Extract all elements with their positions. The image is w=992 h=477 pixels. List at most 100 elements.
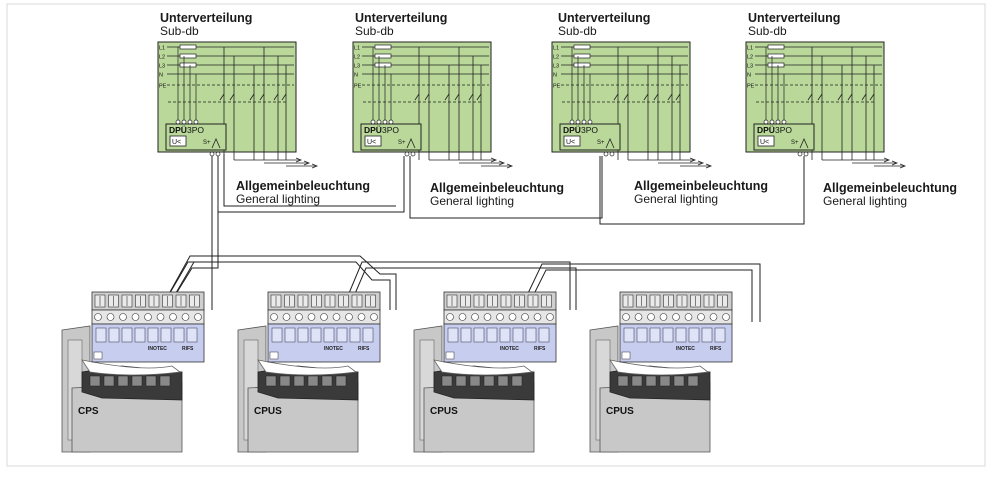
module-channel [349, 327, 361, 343]
terminal-point [684, 313, 693, 321]
module-channel [473, 327, 485, 343]
rack-slot [617, 375, 629, 387]
fuse-symbol [374, 44, 392, 50]
terminal-point [446, 313, 454, 321]
dpu-label: DPÜ [563, 125, 581, 135]
terminal-point [647, 313, 655, 321]
terminal-point [332, 313, 341, 321]
sense-terminal [181, 119, 187, 125]
module-name: RIFS [710, 346, 722, 352]
bus-label: N [354, 73, 358, 79]
relay-box [364, 135, 382, 147]
module-channel [649, 327, 661, 343]
fuse-symbol [767, 62, 785, 68]
arrow-head [705, 163, 713, 169]
sense-terminal [575, 119, 581, 125]
terminal-point [156, 313, 165, 321]
arrow-head [498, 160, 506, 166]
arrow-head [506, 163, 514, 169]
sense-terminal [775, 119, 781, 125]
loop-wire [165, 261, 391, 311]
terminal-point [307, 313, 316, 321]
arrow-head [883, 157, 891, 163]
terminal-point [370, 313, 378, 321]
page-curl [609, 359, 710, 376]
switch-contact [653, 93, 659, 101]
loop-wire [519, 263, 761, 322]
terminal-point [345, 313, 353, 321]
terminal-point [722, 313, 730, 321]
terminal-point [194, 313, 202, 321]
rack-slot [631, 375, 643, 387]
fuse-symbol [374, 53, 392, 59]
lighting-4-subtitle: General lighting [823, 194, 908, 208]
terminal-point [270, 313, 278, 321]
rack-slot [441, 375, 453, 387]
module-led [621, 351, 631, 360]
relay-box [169, 135, 187, 147]
lighting-2-title: Allgemeinbeleuchtung [430, 181, 565, 195]
bus-label: N [159, 73, 163, 79]
lighting-1-title: Allgemeinbeleuchtung [236, 179, 371, 193]
sense-terminal [187, 119, 193, 125]
module-name: RIFS [534, 346, 546, 352]
terminal-point [131, 313, 140, 321]
panel-2-title: Unterverteilung [355, 11, 448, 25]
arrow-head [303, 160, 311, 166]
module-channel [499, 327, 511, 343]
dpu-sublabel: 3PO [775, 125, 792, 135]
terminal-point [320, 313, 328, 321]
panel-4-subtitle: Sub-db [748, 24, 787, 38]
sense-terminal [376, 119, 382, 125]
bus-label: L3 [553, 64, 559, 70]
module-channel [525, 327, 537, 343]
panel-3-subtitle: Sub-db [558, 24, 597, 38]
sense-terminal [781, 119, 787, 125]
module-channel [538, 327, 550, 343]
bus-label: N [553, 73, 557, 79]
rack-slot [117, 375, 129, 387]
lighting-2-subtitle: General lighting [430, 194, 515, 208]
module-channel [108, 327, 120, 343]
module-name: RIFS [358, 346, 370, 352]
arrow-head [490, 157, 498, 163]
fuse-symbol [767, 53, 785, 59]
relay-label: U< [367, 139, 376, 146]
loop-wire [217, 154, 405, 213]
switch-contact [667, 93, 673, 101]
switch-contact [454, 93, 460, 101]
module-channel [701, 327, 713, 343]
module-brand: INOTEC [324, 346, 343, 352]
switch-contact [817, 93, 823, 101]
module-channel [512, 327, 524, 343]
module-brand: INOTEC [676, 346, 695, 352]
rack-slot [483, 375, 495, 387]
rack-slot [645, 375, 657, 387]
rack-slot [265, 375, 277, 387]
dpu-contact [605, 138, 615, 149]
panel-1-title: Unterverteilung [160, 11, 253, 25]
bus-label: PE [159, 84, 167, 90]
terminal-point [181, 313, 190, 321]
bus-label: L1 [553, 46, 559, 52]
relay-box [563, 135, 581, 147]
fuse-symbol [179, 62, 197, 68]
sense-terminal [175, 119, 181, 125]
switch-contact [259, 93, 265, 101]
terminal-point [169, 313, 177, 321]
terminal-point [697, 313, 705, 321]
fuse-symbol [767, 44, 785, 50]
bus-label: L2 [553, 55, 559, 61]
arrow-head [697, 160, 705, 166]
dpu-contact [211, 138, 221, 149]
switch-contact [623, 93, 629, 101]
switch-label: S+ [791, 140, 799, 146]
loop-terminal [797, 151, 803, 157]
arrow-head [689, 157, 697, 163]
